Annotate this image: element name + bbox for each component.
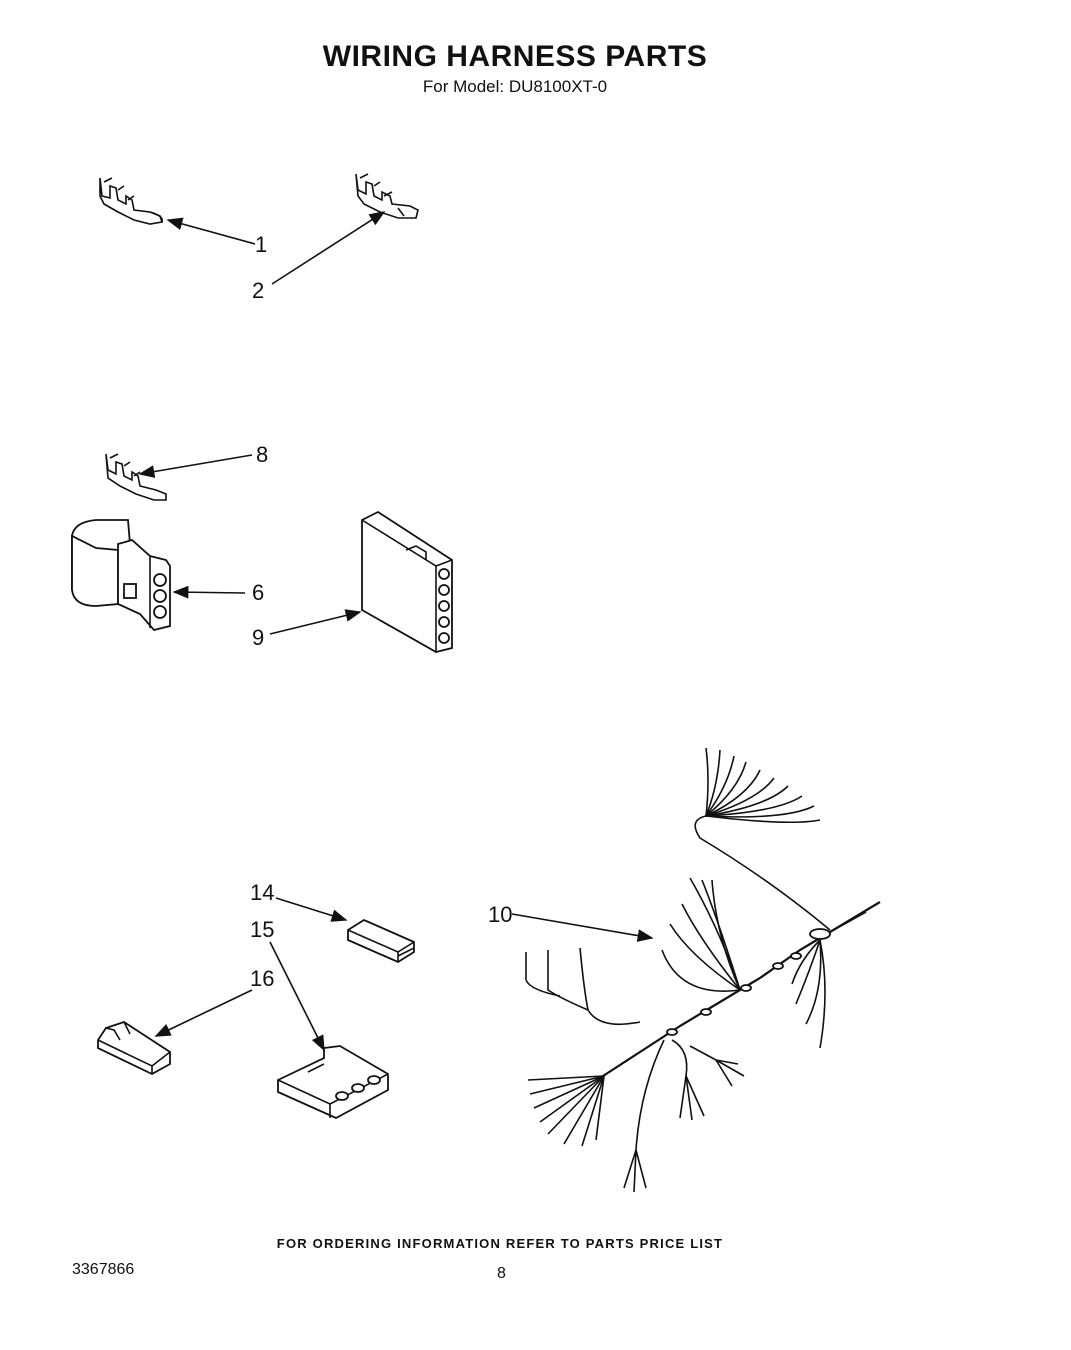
part-15-connector-block: [277, 1045, 389, 1120]
leader-line-8: [138, 454, 253, 478]
leader-line-10: [511, 913, 654, 942]
part-6-connector-3pin: [71, 519, 171, 632]
ordering-info-note: FOR ORDERING INFORMATION REFER TO PARTS …: [276, 1236, 724, 1251]
callout-8: 8: [256, 442, 268, 467]
part-1-terminal: [99, 177, 164, 225]
leader-line-9: [269, 609, 362, 635]
model-subtitle: For Model: DU8100XT-0: [422, 77, 608, 96]
leader-line-1: [166, 217, 256, 245]
page-number: 8: [497, 1265, 506, 1282]
callout-1: 1: [255, 232, 267, 257]
callout-10: 10: [488, 902, 512, 927]
part-9-connector-housing: [361, 510, 453, 653]
leader-line-14: [275, 897, 348, 922]
page-title: WIRING HARNESS PARTS: [322, 40, 708, 73]
leader-line-2: [271, 211, 386, 285]
part-8-terminal: [105, 453, 167, 501]
leader-line-6: [172, 585, 246, 599]
callout-6: 6: [252, 580, 264, 605]
part-2-terminal: [355, 173, 419, 219]
callout-15: 15: [250, 917, 274, 942]
part-16-connector-cap: [97, 1021, 171, 1076]
part-10-wiring-harness: [525, 747, 881, 1193]
leader-line-16: [154, 989, 253, 1037]
part-14-connector-clip: [347, 918, 415, 964]
callout-2: 2: [252, 278, 264, 303]
callout-9: 9: [252, 625, 264, 650]
callout-16: 16: [250, 966, 274, 991]
callout-14: 14: [250, 880, 274, 905]
leader-line-15: [269, 941, 325, 1052]
document-number: 3367866: [72, 1261, 135, 1278]
